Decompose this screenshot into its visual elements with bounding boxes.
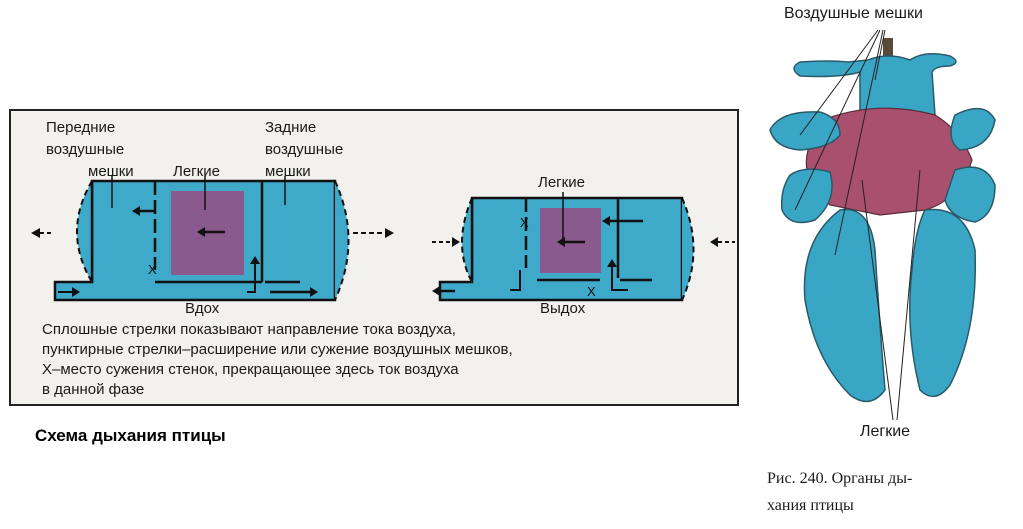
label-pointers: [111, 176, 564, 240]
lungs-label-exhale: Легкие: [538, 174, 585, 191]
label-line: воздушные: [46, 141, 125, 158]
label-line: Задние: [265, 119, 317, 136]
lungs-label: Легкие: [860, 423, 911, 440]
lungs-label-inhale: Легкие: [173, 163, 220, 180]
legend-line: в данной фазе: [42, 381, 145, 398]
rear-air-sacs-label: Задние воздушные мешки: [265, 117, 343, 183]
inhale-label: Вдох: [185, 300, 220, 317]
caption-line: Рис. 240. Органы ды-: [767, 470, 913, 487]
legend-line: Сплошные стрелки показывают направление …: [42, 321, 456, 338]
figure-title: Схема дыхания птицы: [35, 426, 226, 445]
x-mark: X: [587, 284, 596, 299]
lungs-block: [540, 208, 601, 273]
exhale-scheme: X X: [432, 196, 735, 302]
front-air-sacs-label: Передние воздушные мешки: [46, 117, 134, 183]
x-mark: X: [148, 262, 157, 277]
exhale-label: Выдох: [540, 300, 586, 317]
front-sac-bulge: [76, 180, 93, 283]
figure-caption: Рис. 240. Органы ды- хания птицы: [767, 465, 912, 519]
label-line: мешки: [265, 163, 311, 180]
x-mark: X: [520, 215, 529, 230]
caption-line: хания птицы: [767, 497, 854, 514]
label-line: мешки: [88, 163, 134, 180]
legend-line: X–место сужения стенок, прекращающее зде…: [42, 361, 459, 378]
label-line: воздушные: [265, 141, 344, 158]
bird-respiratory-organs: [769, 29, 996, 421]
rear-sac-bulge: [334, 180, 350, 301]
inhale-scheme: X: [31, 179, 394, 302]
label-line: Передние: [46, 119, 116, 136]
legend-line: пунктирные стрелки–расширение или сужени…: [42, 341, 513, 358]
air-sacs-label: Воздушные мешки: [784, 5, 923, 22]
